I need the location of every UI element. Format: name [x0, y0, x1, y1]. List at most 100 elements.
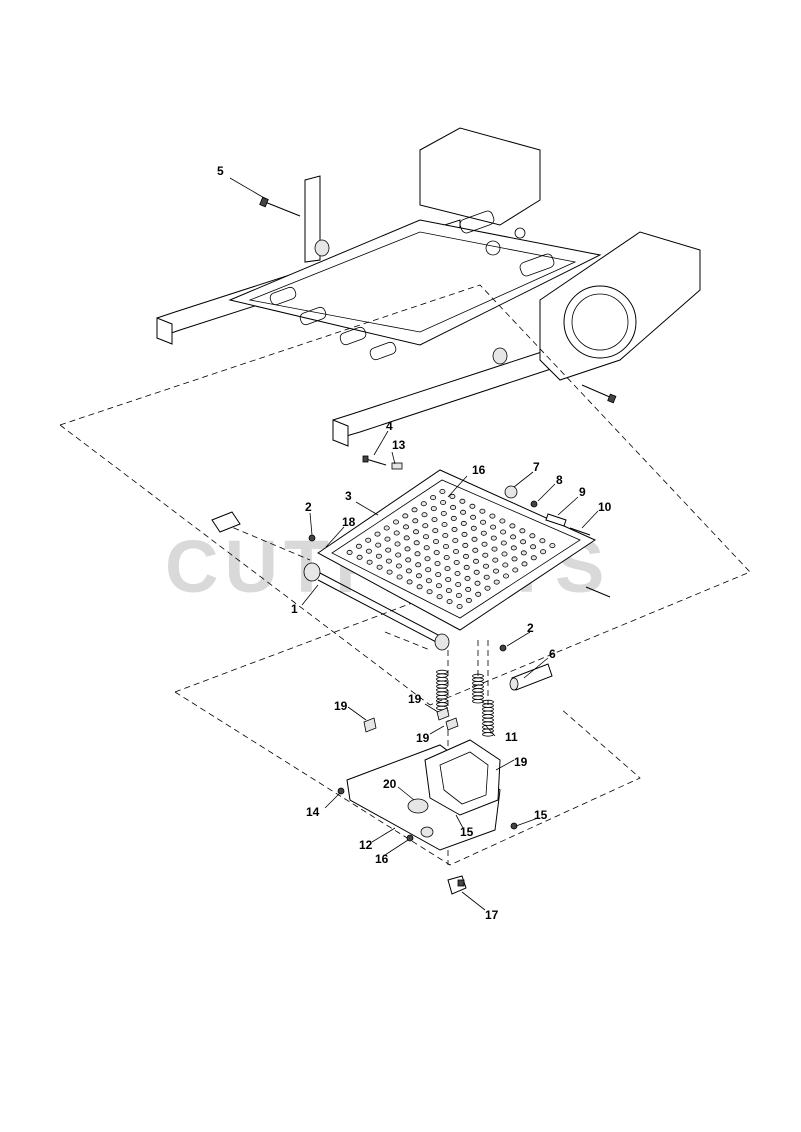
perforation-hole — [450, 504, 457, 510]
callout-16: 16 — [472, 463, 486, 477]
perforation-hole — [444, 566, 451, 572]
perforation-hole — [445, 588, 452, 594]
perforation-hole — [355, 543, 362, 549]
perforation-hole — [463, 564, 470, 570]
compression-spring — [436, 669, 448, 711]
perforation-hole — [395, 552, 402, 558]
callout-2: 2 — [527, 621, 534, 635]
perforation-hole — [512, 567, 519, 573]
perforation-hole — [393, 530, 400, 536]
perforation-hole — [482, 552, 489, 558]
perforation-hole — [500, 529, 507, 535]
perforation-hole — [404, 546, 411, 552]
callout-8: 8 — [556, 473, 563, 487]
compression-spring — [472, 673, 484, 704]
perforation-hole — [416, 584, 423, 590]
perforation-hole — [385, 547, 392, 553]
callout-17: 17 — [485, 908, 499, 922]
perforation-hole — [492, 557, 499, 563]
perforation-hole — [412, 518, 419, 524]
perforation-hole — [510, 534, 517, 540]
perforation-hole — [465, 597, 472, 603]
callout-11: 11 — [505, 730, 518, 744]
perforation-hole — [420, 501, 427, 507]
perforation-hole — [375, 542, 382, 548]
perforation-hole — [392, 519, 399, 525]
perforation-hole — [491, 546, 498, 552]
perforation-hole — [469, 503, 476, 509]
perforation-hole — [520, 539, 527, 545]
perforation-hole — [402, 513, 409, 519]
perforation-hole — [441, 522, 448, 528]
callout-19: 19 — [514, 755, 528, 769]
perforation-hole — [475, 591, 482, 597]
callout-20: 20 — [383, 777, 397, 791]
perforation-hole — [440, 499, 447, 505]
perforation-hole — [365, 548, 372, 554]
callout-labels: 5 4 13 16 7 8 9 10 3 2 18 1 2 6 19 19 11… — [217, 164, 612, 922]
perforation-hole — [434, 561, 441, 567]
leader-lines — [229, 177, 599, 911]
perforation-hole — [549, 543, 556, 549]
perforation-hole — [484, 585, 491, 591]
perforation-hole — [414, 551, 421, 557]
perforation-hole — [540, 549, 547, 555]
perforation-hole — [479, 508, 486, 514]
perforation-hole — [472, 558, 479, 564]
perforation-hole — [461, 531, 468, 537]
perforation-hole — [436, 594, 443, 600]
perforation-hole — [435, 583, 442, 589]
perforation-hole — [386, 569, 393, 575]
perforation-hole — [474, 580, 481, 586]
callout-12: 12 — [359, 838, 373, 852]
callout-19: 19 — [408, 692, 422, 706]
perforation-hole — [519, 528, 526, 534]
perforation-hole — [356, 554, 363, 560]
perforation-hole — [421, 512, 428, 518]
perforation-hole — [510, 545, 517, 551]
perforation-hole — [403, 535, 410, 541]
callout-13: 13 — [392, 438, 406, 452]
perforation-hole — [490, 524, 497, 530]
perforation-hole — [395, 563, 402, 569]
perforation-hole — [366, 559, 373, 565]
perforation-hole — [452, 538, 459, 544]
perforation-hole — [383, 525, 390, 531]
perforation-hole — [521, 561, 528, 567]
callout-5: 5 — [217, 164, 224, 178]
perforation-hole — [405, 568, 412, 574]
perforation-hole — [450, 515, 457, 521]
perforation-hole — [415, 573, 422, 579]
perforation-hole — [424, 556, 431, 562]
callout-3: 3 — [345, 489, 352, 503]
perforation-hole — [405, 557, 412, 563]
callout-4: 4 — [386, 419, 393, 433]
perforation-hole — [470, 514, 477, 520]
perforation-hole — [425, 567, 432, 573]
perforation-hole — [520, 550, 527, 556]
assembly-guide-lines — [59, 284, 751, 866]
perforation-hole — [422, 523, 429, 529]
perforation-hole — [432, 539, 439, 545]
callout-16: 16 — [375, 852, 389, 866]
perforation-hole — [422, 534, 429, 540]
perforation-hole — [449, 493, 456, 499]
perforation-hole — [413, 540, 420, 546]
perforation-hole — [435, 572, 442, 578]
perforation-hole — [374, 531, 381, 537]
perforation-hole — [442, 544, 449, 550]
perforation-hole — [412, 529, 419, 535]
callout-19: 19 — [416, 731, 430, 745]
perforation-hole — [481, 541, 488, 547]
lower-mount-plate — [337, 707, 518, 895]
perforation-hole — [462, 553, 469, 559]
perforation-hole — [455, 593, 462, 599]
perforation-hole — [402, 524, 409, 530]
callout-15: 15 — [534, 808, 548, 822]
perforation-hole — [451, 526, 458, 532]
perforation-hole — [406, 579, 413, 585]
perforation-hole — [384, 536, 391, 542]
perforation-hole — [530, 555, 537, 561]
perforation-hole — [452, 549, 459, 555]
perforation-hole — [459, 498, 466, 504]
